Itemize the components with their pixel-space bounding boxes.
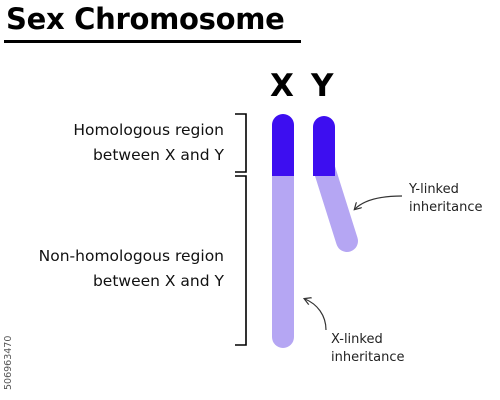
stock-id-text: 506963470 [3, 335, 14, 390]
y-linked-line-1: Y-linked [409, 182, 459, 197]
non-homologous-region-label: Non-homologous region between X and Y [39, 244, 224, 294]
y-chromosome-lower [313, 157, 358, 252]
non-homologous-label-line-2: between X and Y [92, 272, 224, 290]
x-chromosome-label: X [270, 68, 294, 104]
diagram-title: Sex Chromosome [6, 2, 285, 36]
title-underline [4, 40, 301, 43]
y-linked-line-2: inheritance [409, 200, 483, 215]
x-linked-arrow [305, 299, 327, 331]
stock-id-watermark: 506963470 [3, 290, 15, 390]
x-linked-inheritance-label: X-linked inheritance [331, 331, 405, 367]
homologous-bracket [235, 113, 247, 173]
y-linked-arrow [355, 195, 403, 209]
homologous-label-line-2: between X and Y [92, 146, 224, 164]
y-linked-inheritance-label: Y-linked inheritance [409, 181, 483, 217]
y-chromosome-label: Y [311, 68, 334, 104]
x-linked-line-1: X-linked [331, 332, 383, 347]
homologous-label-line-1: Homologous region [73, 121, 224, 139]
x-chromosome-lower [272, 175, 294, 348]
y-chromosome-upper [313, 116, 335, 176]
non-homologous-label-line-1: Non-homologous region [38, 247, 224, 265]
x-chromosome-upper [272, 114, 294, 176]
homologous-region-label: Homologous region between X and Y [73, 118, 224, 168]
non-homologous-bracket [235, 175, 247, 346]
x-linked-line-2: inheritance [331, 350, 405, 365]
